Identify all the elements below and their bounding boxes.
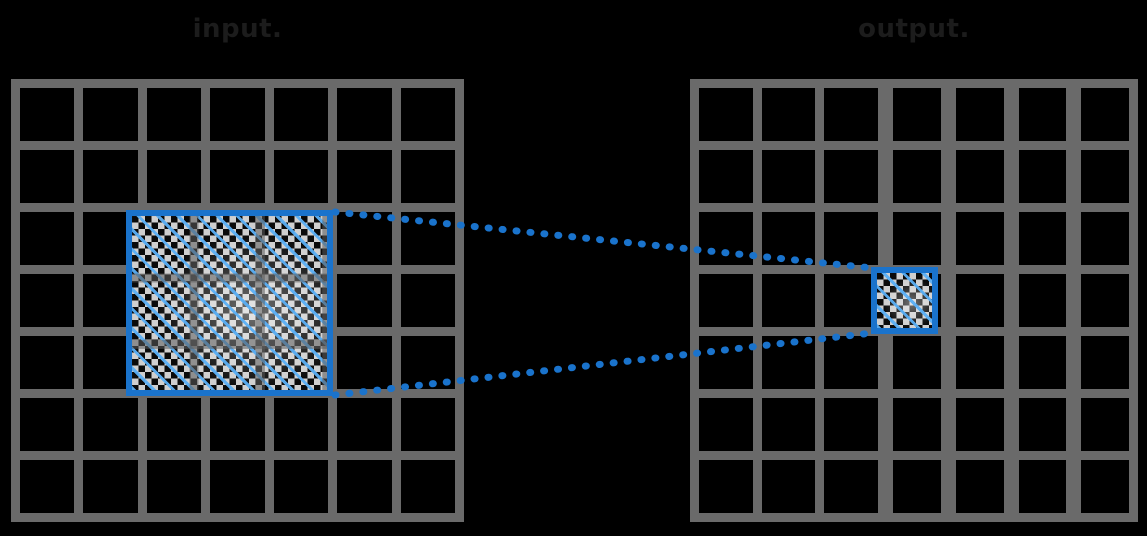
- grid-cell: [83, 460, 138, 513]
- grid-cell: [273, 150, 329, 203]
- grid-cell: [400, 88, 455, 141]
- grid-cell: [1081, 274, 1129, 327]
- grid-cell: [761, 398, 816, 451]
- grid-cell: [824, 150, 879, 203]
- grid-cell: [699, 336, 753, 389]
- grid-cell: [1018, 398, 1067, 451]
- grid-cell: [400, 212, 455, 265]
- grid-cell: [1018, 150, 1067, 203]
- grid-cell: [761, 274, 816, 327]
- grid-cell: [955, 460, 1004, 513]
- grid-cell: [1018, 88, 1067, 141]
- grid-cell: [83, 150, 138, 203]
- grid-cell: [400, 336, 455, 389]
- grid-cell: [400, 274, 455, 327]
- grid-cell: [1081, 336, 1129, 389]
- grid-cell: [83, 88, 138, 141]
- grid-cell: [146, 88, 202, 141]
- grid-cell: [273, 398, 329, 451]
- grid-cell: [400, 460, 455, 513]
- grid-cell: [893, 460, 941, 513]
- output-highlight-cell[interactable]: [871, 267, 938, 334]
- grid-cell: [273, 460, 329, 513]
- grid-cell: [699, 88, 753, 141]
- output-panel-title: output.: [858, 14, 970, 44]
- grid-cell: [761, 212, 816, 265]
- grid-cell: [400, 398, 455, 451]
- grid-cell: [1018, 274, 1067, 327]
- grid-cell: [20, 398, 75, 451]
- grid-cell: [273, 88, 329, 141]
- grid-cell: [824, 336, 879, 389]
- grid-cell: [20, 460, 75, 513]
- input-panel-title: input.: [192, 14, 283, 44]
- grid-cell: [337, 274, 392, 327]
- grid-cell: [761, 150, 816, 203]
- grid-cell: [20, 150, 75, 203]
- grid-cell: [146, 460, 202, 513]
- grid-cell: [400, 150, 455, 203]
- grid-cell: [1081, 398, 1129, 451]
- grid-cell: [955, 212, 1004, 265]
- grid-cell: [761, 336, 816, 389]
- grid-cell: [337, 336, 392, 389]
- grid-cell: [699, 274, 753, 327]
- grid-cell: [699, 150, 753, 203]
- grid-cell: [699, 212, 753, 265]
- grid-cell: [824, 88, 879, 141]
- grid-cell: [955, 336, 1004, 389]
- grid-cell: [893, 88, 941, 141]
- grid-cell: [83, 398, 138, 451]
- grid-cell: [955, 150, 1004, 203]
- grid-cell: [955, 398, 1004, 451]
- grid-cell: [893, 336, 941, 389]
- grid-cell: [337, 150, 392, 203]
- grid-cell: [337, 398, 392, 451]
- grid-cell: [699, 398, 753, 451]
- grid-cell: [146, 398, 202, 451]
- grid-cell: [1081, 88, 1129, 141]
- input-highlight-patch[interactable]: [126, 210, 333, 396]
- grid-cell: [893, 212, 941, 265]
- grid-cell: [761, 88, 816, 141]
- grid-cell: [337, 212, 392, 265]
- grid-cell: [210, 150, 265, 203]
- grid-cell: [337, 88, 392, 141]
- grid-cell: [824, 212, 879, 265]
- grid-cell: [1081, 212, 1129, 265]
- grid-cell: [699, 460, 753, 513]
- grid-cell: [337, 460, 392, 513]
- grid-cell: [20, 212, 75, 265]
- grid-cell: [893, 398, 941, 451]
- grid-cell: [1018, 212, 1067, 265]
- grid-cell: [20, 88, 75, 141]
- grid-cell: [210, 398, 265, 451]
- grid-cell: [20, 336, 75, 389]
- input-grid: [11, 79, 464, 522]
- grid-cell: [824, 274, 879, 327]
- grid-cell: [1018, 336, 1067, 389]
- grid-cell: [955, 88, 1004, 141]
- grid-cell: [824, 460, 879, 513]
- grid-cell: [146, 150, 202, 203]
- grid-cell: [1081, 150, 1129, 203]
- grid-cell: [210, 88, 265, 141]
- grid-cell: [20, 274, 75, 327]
- grid-cell: [1018, 460, 1067, 513]
- input-patch-subgrid-lines: [132, 216, 327, 390]
- grid-cell: [1081, 460, 1129, 513]
- grid-cell: [893, 150, 941, 203]
- grid-cell: [824, 398, 879, 451]
- grid-cell: [955, 274, 1004, 327]
- grid-cell: [761, 460, 816, 513]
- grid-cell: [210, 460, 265, 513]
